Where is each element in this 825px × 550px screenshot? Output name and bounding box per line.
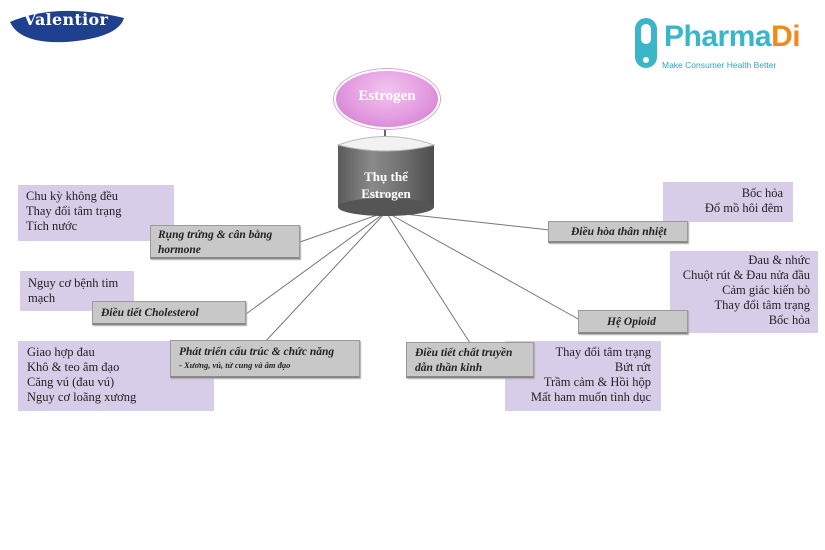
line-structure <box>263 211 387 344</box>
neuro-label-box: Điều tiết chất truyền dẫn thần kinh <box>406 342 534 378</box>
structure-label-box: Phát triển cấu trúc & chức năng - Xương,… <box>170 340 360 378</box>
line-thermo <box>385 211 551 231</box>
connector-lines <box>245 211 581 344</box>
pharmadi-logo: PharmaDi Make Consumer Health Better <box>632 16 812 76</box>
effect-item: Bốc hỏa <box>741 186 783 200</box>
effect-item: Mất ham muốn tình dục <box>530 390 651 404</box>
pharmadi-logo-text: PharmaDi <box>664 20 801 53</box>
line-opioid <box>385 211 581 321</box>
effect-item: Đau & nhức <box>748 253 810 267</box>
effect-item: Cảm giác kiến bò <box>722 283 810 297</box>
effect-item: Bốc hỏa <box>768 313 810 327</box>
effect-item: Thay đổi tâm trạng <box>26 204 122 218</box>
line-ovulation <box>299 211 387 243</box>
effect-item: Thay đổi tâm trạng <box>714 298 810 312</box>
thermo-label-box: Điều hòa thân nhiệt <box>548 221 688 243</box>
effect-item: Tích nước <box>26 219 78 233</box>
effect-item: Nguy cơ loãng xương <box>27 390 137 404</box>
estrogen-node: Estrogen <box>334 69 440 129</box>
ovulation-effects-box: Chu kỳ không đều Thay đổi tâm trạng Tích… <box>18 185 174 241</box>
estrogen-label: Estrogen <box>358 88 416 104</box>
pharmadi-tagline: Make Consumer Health Better <box>662 60 777 70</box>
effect-item: Giao hợp đau <box>27 345 95 359</box>
effect-item: Thay đổi tâm trạng <box>555 345 651 359</box>
opioid-label-box: Hệ Opioid <box>578 310 688 334</box>
line-cholesterol <box>245 211 387 315</box>
opioid-effects-box: Đau & nhức Chuột rút & Đau nửa đầu Cảm g… <box>670 251 818 333</box>
thermo-effects-box: Bốc hỏa Đổ mồ hôi đêm <box>663 182 793 222</box>
valentior-logo-text: Valentior <box>23 10 109 29</box>
effect-item: Chu kỳ không đều <box>26 189 119 203</box>
effect-item: Đổ mồ hôi đêm <box>704 201 783 215</box>
valentior-logo: Valentior <box>6 4 126 44</box>
effect-item: Căng vú (đau vú) <box>27 375 115 389</box>
cholesterol-label-box: Điều tiết Cholesterol <box>92 301 246 325</box>
effect-item: Khô & teo âm đạo <box>27 360 120 374</box>
valentior-swoosh-icon <box>10 10 124 43</box>
effect-item: Bứt rứt <box>614 360 651 374</box>
line-neuro <box>385 211 471 344</box>
receptor-cylinder <box>336 136 436 216</box>
receptor-label: Thụ thể Estrogen <box>361 169 411 201</box>
ovulation-label-box: Rụng trứng & cân bằng hormone <box>150 225 300 259</box>
pharmadi-capsule-icon <box>635 18 657 68</box>
effect-item: Trầm cảm & Hồi hộp <box>543 375 651 389</box>
effect-item: Chuột rút & Đau nửa đầu <box>682 268 810 282</box>
